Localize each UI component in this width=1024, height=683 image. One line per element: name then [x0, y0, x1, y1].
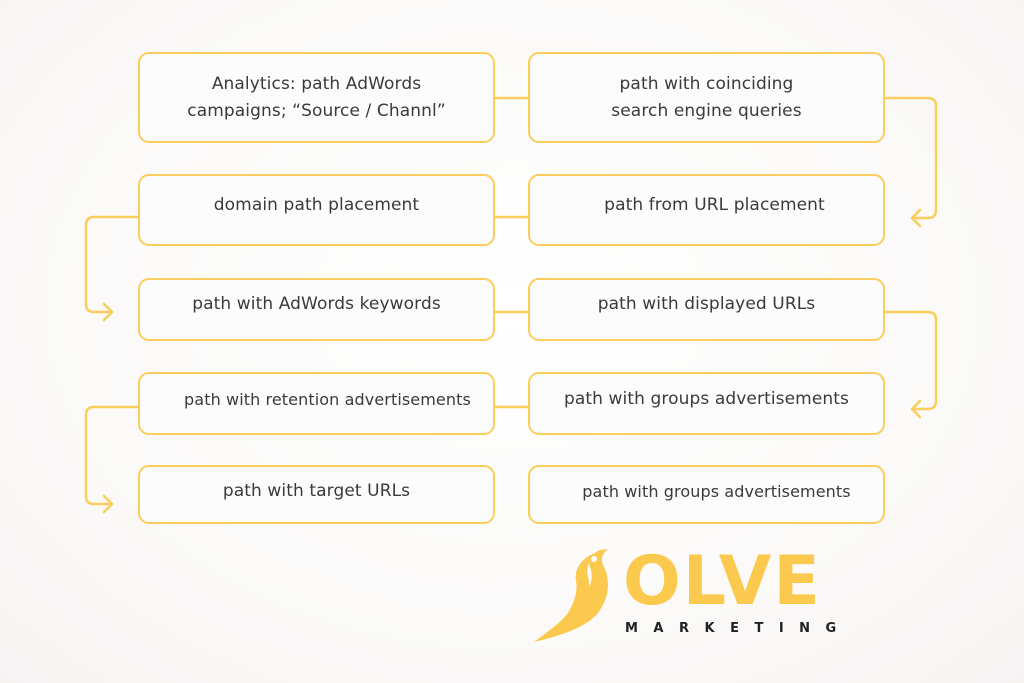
solve-marketing-logo: OLVE MARKETING [530, 545, 870, 645]
logo-wordmark: OLVE [623, 542, 822, 621]
node-retention-advertisements: path with retention advertisements [138, 372, 495, 435]
connector-n2-n3 [883, 96, 938, 220]
node-analytics-adwords-campaigns: Analytics: path AdWords campaigns; “Sour… [138, 52, 495, 143]
node-text: path with target URLs [222, 481, 411, 501]
connector-n8-n9 [84, 405, 140, 506]
node-text: path with displayed URLs [597, 294, 816, 314]
bird-icon [534, 549, 608, 642]
node-text-line: path with coinciding [619, 73, 794, 94]
connector-n4-n5 [84, 215, 140, 314]
arrow-head-n5 [102, 302, 114, 322]
node-path-from-url-placement: path from URL placement [528, 174, 885, 246]
node-text: path with retention advertisements [184, 390, 471, 409]
node-text: path with groups advertisements [582, 482, 851, 501]
arrow-head-n9 [102, 494, 114, 514]
node-adwords-keywords: path with AdWords keywords [138, 278, 495, 341]
node-target-urls: path with target URLs [138, 465, 495, 524]
node-coinciding-search-queries: path with coinciding search engine queri… [528, 52, 885, 143]
node-text: domain path placement [213, 194, 420, 215]
node-displayed-urls: path with displayed URLs [528, 278, 885, 341]
node-text-line: campaigns; “Source / Channl” [187, 100, 446, 121]
node-text-line: search engine queries [611, 100, 802, 121]
arrow-head-n7 [910, 399, 922, 419]
node-domain-path-placement: domain path placement [138, 174, 495, 246]
node-text: path from URL placement [604, 194, 825, 215]
node-text: path with groups advertisements [564, 389, 849, 409]
node-groups-advertisements-2: path with groups advertisements [528, 465, 885, 524]
node-text-line: Analytics: path AdWords [211, 73, 422, 94]
node-text: path with AdWords keywords [192, 294, 441, 314]
arrow-head-n3 [910, 208, 922, 228]
connector-n6-n7 [883, 310, 938, 411]
node-groups-advertisements: path with groups advertisements [528, 372, 885, 435]
logo-subtitle: MARKETING [625, 621, 852, 636]
